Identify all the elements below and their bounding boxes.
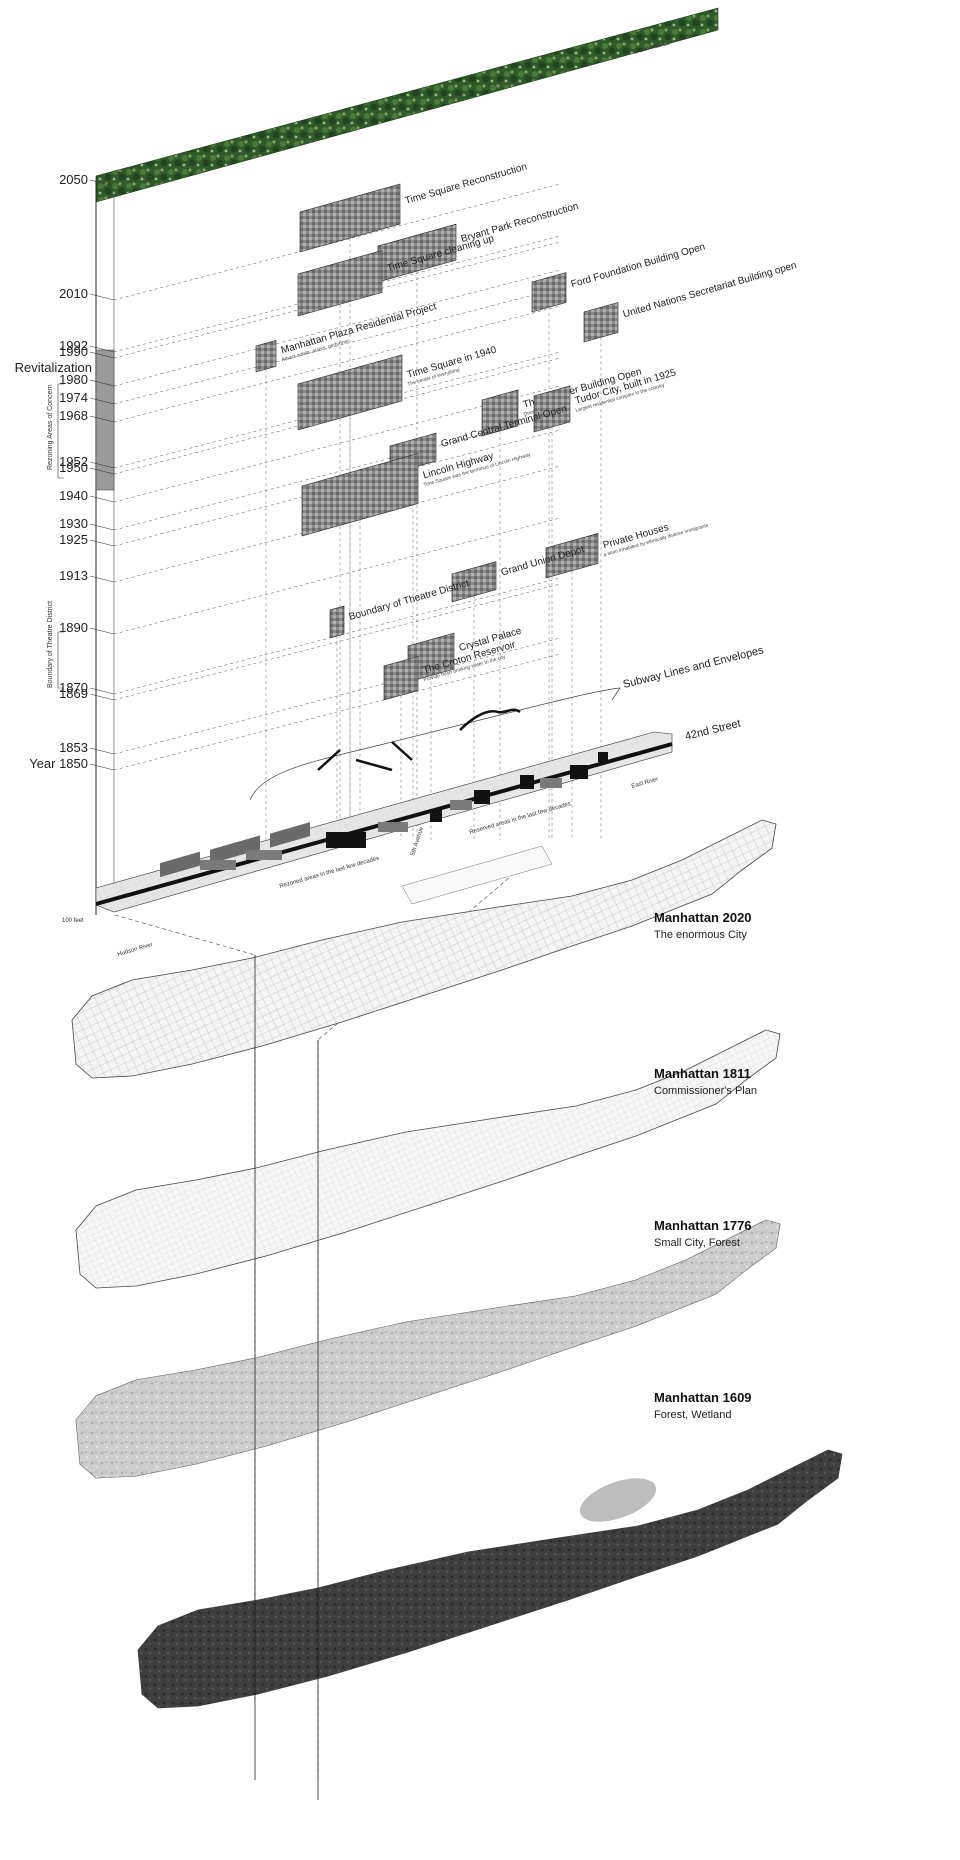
layer-verticals — [254, 955, 319, 1800]
event-photo — [407, 632, 455, 683]
year-label: 1853 — [59, 740, 88, 755]
east-river-label: East River — [631, 777, 659, 790]
layer-subtitle: Forest, Wetland — [654, 1409, 731, 1421]
year-label: 2050 — [59, 172, 88, 187]
event-photo — [383, 656, 419, 701]
year-leader — [113, 287, 561, 405]
year-leader — [113, 269, 561, 387]
year-label: 2010 — [59, 286, 88, 301]
layer-title: Manhattan 1609 — [654, 1390, 752, 1405]
period-top-label: Rezoning Areas of Concern — [47, 384, 54, 470]
event-title: Time Square Reconstruction — [404, 161, 528, 206]
event-photo — [451, 561, 497, 603]
year-leader — [113, 183, 561, 301]
year-leader — [113, 653, 561, 771]
year-leader — [113, 637, 561, 755]
event-photo — [533, 385, 571, 433]
year-label: 1992 — [59, 338, 88, 353]
fifth-avenue-label: 5th Avenue — [410, 826, 425, 857]
layer-title: Manhattan 1811 — [654, 1066, 751, 1081]
year-label: 1950 — [59, 460, 88, 475]
subway-label: Subway Lines and Envelopes — [622, 644, 765, 691]
year-label: 1940 — [59, 488, 88, 503]
layer-subtitle: Small City, Forest — [654, 1237, 740, 1249]
year-label: 1974 — [59, 390, 88, 405]
urban-habitat-banner: Urban Habitat — [95, 7, 719, 203]
hudson-river-label: Hudson River — [117, 942, 154, 958]
period-bottom-label: Boundary of Theatre District — [47, 601, 54, 688]
year-label: 1913 — [59, 568, 88, 583]
event-photo — [545, 533, 599, 579]
year-label: 1952 — [59, 454, 88, 469]
event-photo — [255, 340, 277, 373]
event-photo — [531, 272, 567, 313]
year-label: 1980 — [59, 372, 88, 387]
event-photo — [299, 183, 401, 253]
event-photo — [329, 605, 345, 639]
year-label: 1870 — [59, 680, 88, 695]
event-item: Time Square cleaning up — [297, 233, 496, 840]
event-photo — [583, 302, 619, 343]
reserved-label: Reserved areas in the last few decades — [469, 801, 572, 836]
side-period-brackets: Rezoning Areas of Concern Boundary of Th… — [47, 383, 64, 689]
rezoned-label: Rezoned areas in the last few decades — [279, 856, 380, 890]
event-photo — [301, 453, 419, 537]
layer-title: Manhattan 2020 — [654, 910, 752, 925]
year-leader — [113, 517, 561, 635]
street-label: 42nd Street — [684, 718, 742, 743]
year-label: 1990 — [59, 344, 88, 359]
event-title: United Nations Secretariat Building open — [622, 260, 798, 320]
event-photo — [297, 250, 383, 317]
timeline-axis — [95, 180, 115, 915]
layer-title: Manhattan 1776 — [654, 1218, 752, 1233]
event-photo — [481, 389, 519, 437]
year-leader — [113, 69, 561, 187]
layer-subtitle: Commissioner's Plan — [654, 1085, 757, 1097]
event-title: Ford Foundation Building Open — [570, 241, 707, 290]
layer-subtitle: The enormous City — [654, 929, 747, 941]
scale-label: 100 feet — [62, 918, 84, 924]
year-label: Year 1850 — [29, 756, 88, 771]
year-label: 1925 — [59, 532, 88, 547]
year-leader — [113, 583, 561, 701]
year-label: 1930 — [59, 516, 88, 531]
event-photo — [297, 354, 403, 431]
year-leader — [113, 305, 561, 423]
year-label: 1890 — [59, 620, 88, 635]
revitalization-label: Revitalization — [15, 360, 92, 375]
year-label: 1869 — [59, 686, 88, 701]
year-label: 1968 — [59, 408, 88, 423]
